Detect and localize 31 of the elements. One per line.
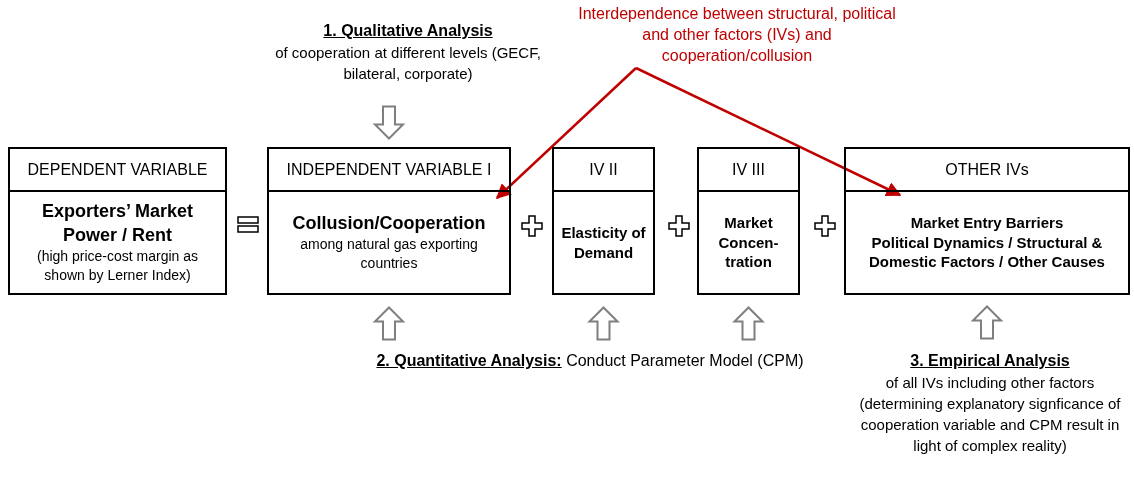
box-title: Elasticity of Demand xyxy=(560,223,647,262)
block-arrow xyxy=(587,306,620,341)
analysis-heading: 1. Qualitative Analysis xyxy=(323,21,493,41)
analysis-heading: 2. Quantitative Analysis: Conduct Parameter Model (CPM) xyxy=(376,352,804,370)
block-arrow xyxy=(970,305,1004,340)
box-description: among natural gas exporting countries xyxy=(299,235,479,274)
analysis-heading: 3. Empirical Analysis xyxy=(910,351,1070,371)
box-title: Market Entry Barriers xyxy=(910,213,1064,233)
variable-box xyxy=(552,147,655,295)
variable-box xyxy=(697,147,800,295)
variable-box xyxy=(8,147,227,295)
box-header: DEPENDENT VARIABLE xyxy=(10,149,225,192)
box-header: IV III xyxy=(699,149,798,192)
variable-box xyxy=(267,147,511,295)
box-title: Collusion/Cooperation xyxy=(292,211,486,235)
box-header: OTHER IVs xyxy=(846,149,1128,192)
block-arrow xyxy=(372,105,406,140)
analysis-description: of all IVs including other factors (determining explanatory signficance of cooperation variable and CPM result in light of complex reality) xyxy=(858,373,1122,457)
block-arrow xyxy=(372,306,406,341)
arrow xyxy=(495,67,637,199)
variable-box xyxy=(844,147,1130,295)
box-header: IV II xyxy=(554,149,653,192)
arrow xyxy=(635,66,902,197)
box-description: (high price-cost margin as shown by Lerner Index) xyxy=(35,247,200,285)
analysis-description: of cooperation at different levels (GECF, bilateral, corporate) xyxy=(274,43,542,85)
box-subtitle: Political Dynamics / Structural & Domestic Factors / Other Causes xyxy=(868,232,1106,272)
box-title: Exporters’ Market Power / Rent xyxy=(40,200,195,247)
box-header: INDEPENDENT VARIABLE I xyxy=(269,149,509,192)
block-arrow xyxy=(732,306,765,341)
box-title: Market Concen-tration xyxy=(717,213,780,272)
annotation-text: Interdependence between structural, political and other factors (IVs) and cooperation/collusion xyxy=(577,4,897,66)
